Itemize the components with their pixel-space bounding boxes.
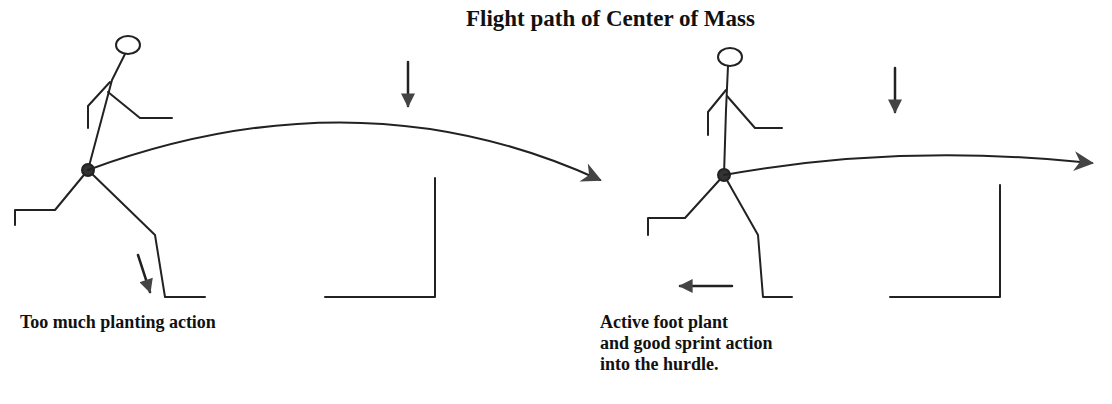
hurdle [890,185,1000,297]
flight-path [88,122,600,180]
caption-note: Active foot plantand good sprint actioni… [600,312,773,375]
stick-figure-right [648,48,792,297]
diagram-title: Flight path of Center of Mass [466,6,755,32]
caption-note: Too much planting action [20,312,216,333]
stick-figure-left [15,36,205,297]
plant-arrow [138,255,150,292]
flight-path [724,155,1092,175]
sprint-arrow [680,285,732,288]
hurdle [325,178,435,297]
pointer-arrow [407,62,410,106]
pointer-arrow [894,68,897,112]
